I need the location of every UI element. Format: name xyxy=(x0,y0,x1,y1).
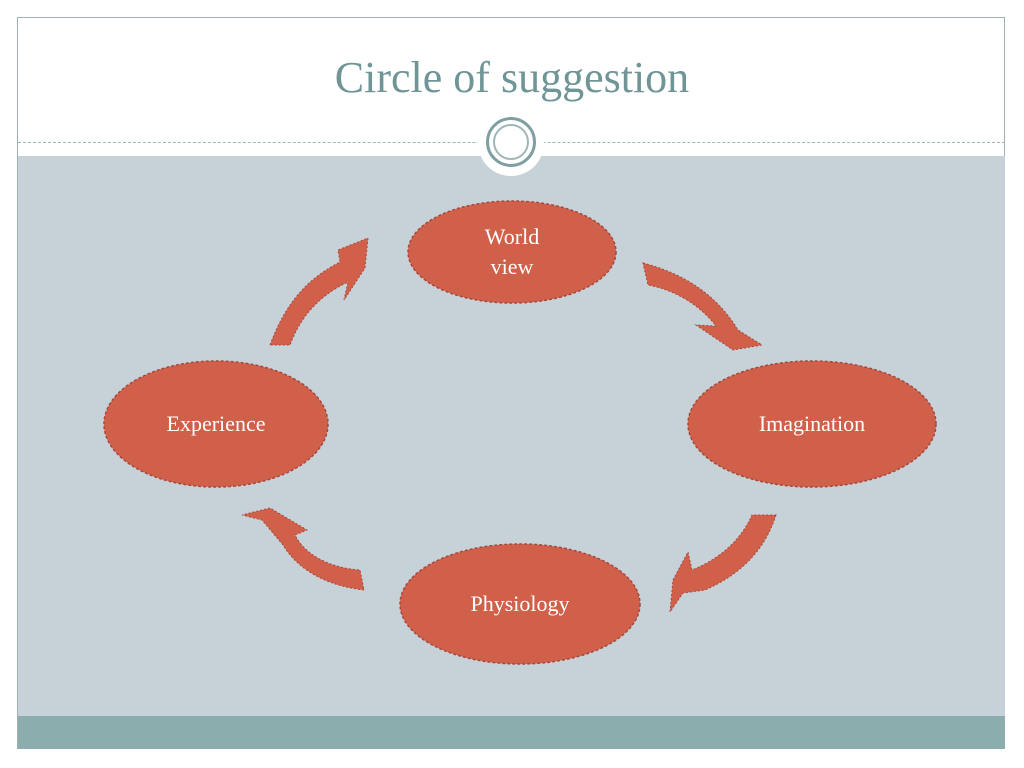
ornament-inner-ring xyxy=(493,124,529,160)
slide-title: Circle of suggestion xyxy=(334,53,690,102)
node-label-physiology: Physiology xyxy=(470,591,570,616)
node-label-imagination: Imagination xyxy=(758,411,866,436)
arrow-worldview-to-imagination xyxy=(642,262,764,351)
node-label-world-view: World view xyxy=(484,224,540,279)
footer-band xyxy=(18,716,1005,749)
arrow-experience-to-worldview xyxy=(269,237,369,346)
node-label-experience: Experience xyxy=(166,411,266,436)
node-experience xyxy=(103,360,329,488)
node-imagination xyxy=(687,360,937,488)
node-physiology xyxy=(399,543,641,665)
node-world-view xyxy=(407,200,617,304)
ornament-ring-icon xyxy=(486,117,536,167)
arrow-imagination-to-physiology xyxy=(669,514,777,614)
arrow-physiology-to-experience xyxy=(241,507,365,591)
